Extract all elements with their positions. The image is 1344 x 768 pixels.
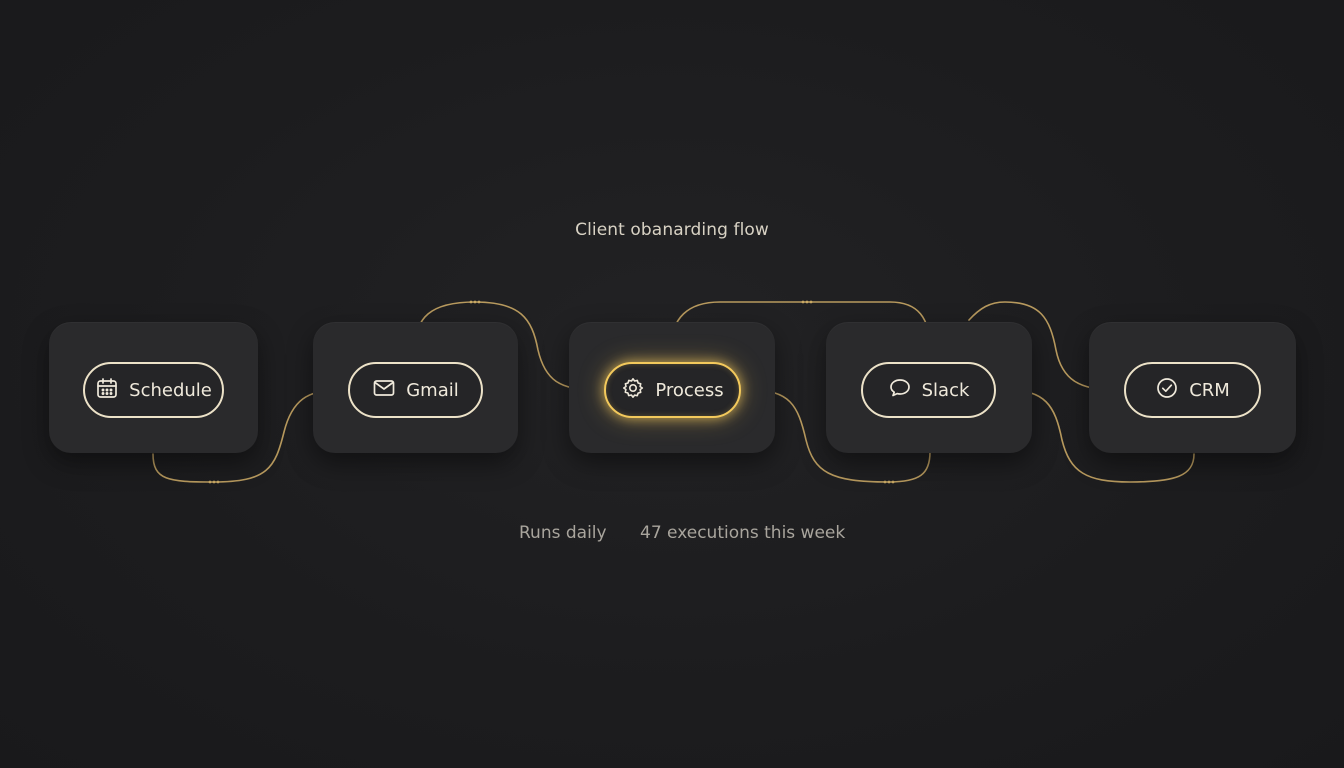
flow-title: Client obanarding flow [575, 220, 769, 240]
waypoint-bottom-2 [883, 480, 895, 484]
node-crm[interactable]: CRM [1124, 362, 1261, 418]
run-schedule-text: Runs daily [519, 523, 607, 543]
node-label: Gmail [406, 379, 459, 401]
node-schedule[interactable]: Schedule [83, 362, 224, 418]
connector-slack-crm-top [968, 301, 1116, 391]
chat-bubble-icon [888, 376, 912, 405]
connector-gmail-process [414, 301, 596, 391]
waypoint-bottom-1 [208, 480, 220, 484]
connector-slack-crm-bottom [1006, 389, 1195, 483]
node-process[interactable]: Process [604, 362, 741, 418]
connector-process-slack-bottom [749, 389, 931, 483]
node-label: Slack [921, 379, 970, 401]
executions-count-text: 47 executions this week [640, 523, 846, 543]
waypoint-top-1 [469, 300, 481, 304]
node-label: CRM [1189, 379, 1230, 401]
check-circle-icon [1155, 376, 1179, 405]
node-gmail[interactable]: Gmail [348, 362, 483, 418]
node-slack[interactable]: Slack [861, 362, 996, 418]
node-label: Process [655, 379, 724, 401]
mail-icon [372, 376, 396, 405]
node-label: Schedule [129, 379, 212, 401]
waypoint-top-2 [801, 300, 813, 304]
gear-icon [621, 376, 645, 405]
calendar-icon [95, 376, 119, 405]
connector-schedule-gmail [152, 389, 339, 483]
